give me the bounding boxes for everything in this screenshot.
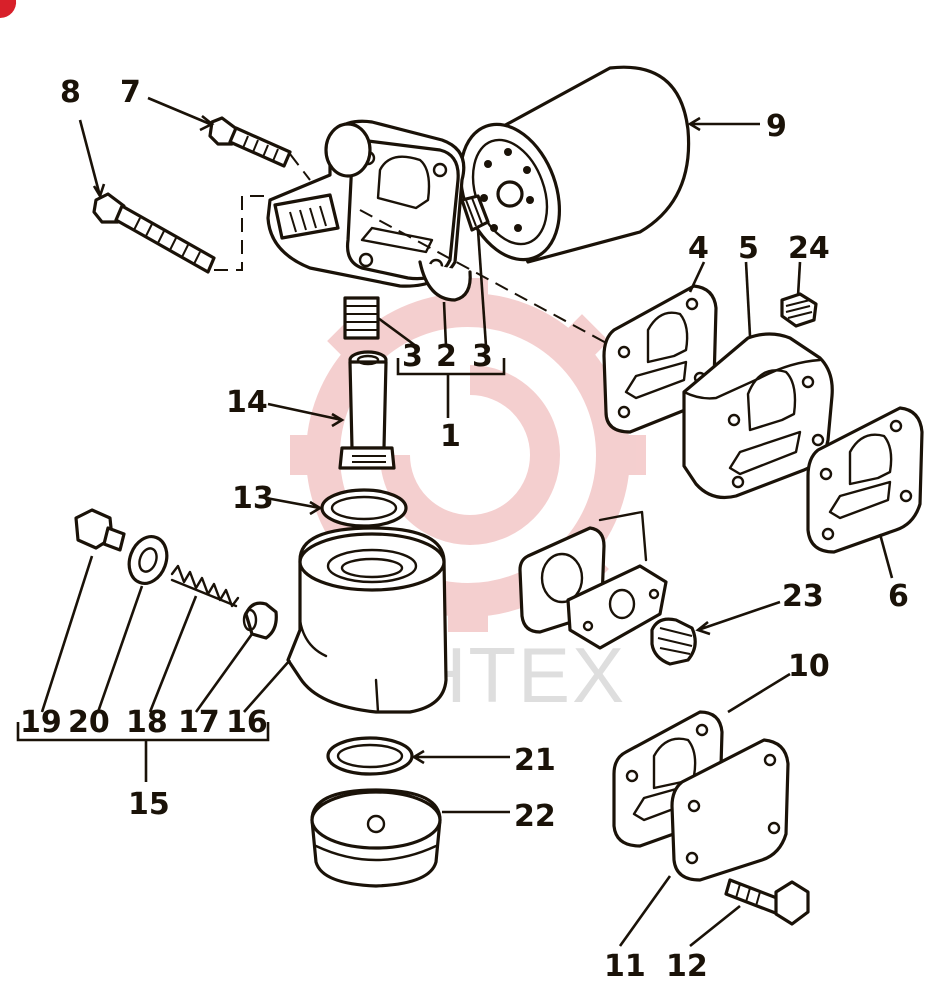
callout-21: 21 — [514, 743, 556, 778]
callout-12: 12 — [666, 949, 708, 984]
callout-13: 13 — [232, 481, 274, 516]
part-adapter-plate — [518, 510, 668, 650]
part-20-washer — [127, 535, 169, 585]
part-17-valve — [242, 601, 278, 640]
part-6-gasket — [806, 406, 924, 554]
assembly-guide-lines — [214, 153, 611, 346]
part-9-oil-filter — [458, 65, 691, 264]
part-2-filter-bracket — [266, 119, 490, 302]
part-19-plug — [74, 508, 126, 552]
callout-19: 19 — [20, 705, 62, 740]
callout-14: 14 — [226, 385, 268, 420]
callout-22: 22 — [514, 799, 556, 834]
callout-18: 18 — [126, 705, 168, 740]
callout-17: 17 — [178, 705, 220, 740]
callout-24: 24 — [788, 231, 830, 266]
group-brackets — [16, 358, 506, 742]
callout-labels: 8 7 9 4 5 24 3 2 3 1 14 13 6 23 10 19 20… — [20, 75, 909, 984]
part-24-plug — [780, 292, 818, 328]
part-7-bolt — [208, 116, 292, 168]
callout-8: 8 — [60, 75, 81, 110]
callout-23: 23 — [782, 579, 824, 614]
part-14-pipe — [338, 350, 396, 470]
part-5-spacer — [682, 332, 834, 500]
part-13-o-ring — [320, 488, 408, 528]
callout-16: 16 — [226, 705, 268, 740]
corner-mark — [0, 0, 17, 19]
callout-10: 10 — [788, 649, 830, 684]
callout-4: 4 — [688, 231, 709, 266]
part-18-spring — [170, 564, 240, 608]
part-8-bolt — [92, 192, 216, 274]
callout-2: 2 — [436, 339, 457, 374]
part-22-cap — [310, 788, 442, 888]
callout-3-left: 3 — [402, 339, 423, 374]
callout-6: 6 — [888, 579, 909, 614]
part-23-plug — [650, 617, 697, 666]
part-3-nipple — [343, 296, 380, 340]
callout-7: 7 — [120, 75, 141, 110]
part-21-o-ring — [326, 736, 414, 776]
part-11-cover-plate — [670, 738, 790, 882]
callout-3-right: 3 — [472, 339, 493, 374]
leader-lines — [40, 96, 894, 948]
callout-20: 20 — [68, 705, 110, 740]
watermark-swirl — [380, 365, 560, 545]
part-16-housing — [286, 526, 448, 714]
callout-9: 9 — [766, 109, 787, 144]
callout-15: 15 — [128, 787, 170, 822]
part-12-bolt — [724, 878, 810, 926]
callout-11: 11 — [604, 949, 646, 984]
callout-5: 5 — [738, 231, 759, 266]
callout-1: 1 — [440, 419, 461, 454]
